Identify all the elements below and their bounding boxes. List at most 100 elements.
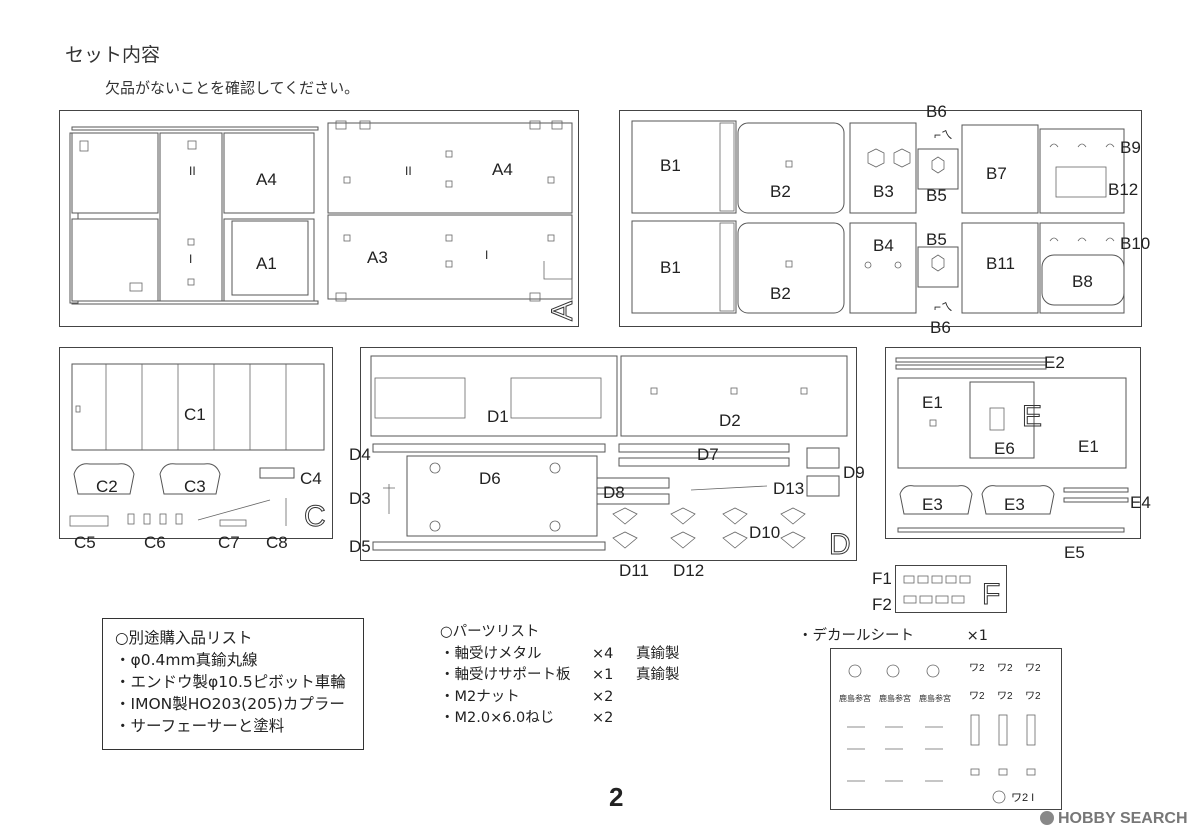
part-b4: B4: [873, 236, 894, 255]
part-e1-left: E1: [922, 393, 943, 412]
roman-i: I: [189, 252, 192, 266]
watermark: HOBBY SEARCH: [1040, 810, 1188, 828]
part-b8: B8: [1072, 272, 1093, 291]
part-d5: D5: [349, 537, 371, 556]
part-d4: D4: [349, 445, 371, 464]
sheet-f: F1 F2 F: [872, 565, 1007, 614]
parts-list-title: ○パーツリスト: [440, 624, 540, 640]
part-d13: D13: [773, 479, 804, 498]
separate-purchase-title: ○別途購入品リスト: [115, 629, 253, 647]
part-e3-right: E3: [1004, 495, 1025, 514]
part-b1-top: B1: [660, 156, 681, 175]
separate-purchase-list: ○別途購入品リスト ・φ0.4mm真鍮丸線 ・エンドウ製φ10.5ピボット車輪 …: [102, 618, 364, 750]
page-heading: セット内容: [65, 44, 161, 66]
part-b10: B10: [1120, 234, 1150, 253]
part-b6-bottom: B6: [930, 318, 951, 337]
part-e6: E6: [994, 439, 1015, 458]
page-number: 2: [609, 782, 624, 812]
part-b12: B12: [1108, 180, 1138, 199]
sheet-f-drawing: F1 F2 F: [872, 569, 1001, 614]
part-d3: D3: [349, 489, 371, 508]
sheet-b: ⌐ㄟ ⌐ㄟ B1 B1 B2 B2 B3 B4 B5 B5 B6 B6 B7 B…: [619, 102, 1150, 337]
separate-purchase-item: ・サーフェーサーと塗料: [115, 717, 285, 735]
sheet-d-letter: D: [829, 528, 851, 561]
svg-text:ワ2: ワ2: [997, 663, 1013, 674]
parts-list-row: ・軸受けメタル ×4 真鍮製: [440, 645, 680, 662]
sheet-a-letter: A: [546, 301, 579, 321]
part-b1-bottom: B1: [660, 258, 681, 277]
watermark-logo-icon: [1040, 811, 1054, 825]
part-d9: D9: [843, 463, 865, 482]
part-e3-left: E3: [922, 495, 943, 514]
part-b5-bottom: B5: [926, 230, 947, 249]
sheet-d: D1 D2 D3 D4 D5 D6 D7 D8 D9 D10 D11 D12 D…: [349, 347, 865, 580]
sheet-b-drawing: ⌐ㄟ ⌐ㄟ B1 B1 B2 B2 B3 B4 B5 B5 B6 B6 B7 B…: [631, 102, 1150, 337]
sheet-c: C1 C2 C3 C4 C5 C6 C7 C8 C: [59, 347, 333, 552]
sheet-c-drawing: C1 C2 C3 C4 C5 C6 C7 C8 C: [69, 363, 326, 552]
page-subheading: 欠品がないことを確認してください。: [105, 79, 360, 97]
sheet-e: E1 E1 E2 E3 E3 E4 E5 E6 E: [885, 347, 1151, 562]
part-a2: A4: [256, 170, 277, 189]
separate-purchase-item: ・φ0.4mm真鍮丸線: [115, 651, 258, 669]
part-d7: D7: [697, 445, 719, 464]
part-b6-top: B6: [926, 102, 947, 121]
part-b11: B11: [986, 254, 1015, 273]
separate-purchase-item: ・エンドウ製φ10.5ピボット車輪: [115, 673, 346, 691]
svg-text:ワ2: ワ2: [969, 663, 985, 674]
part-b9: B9: [1120, 138, 1141, 157]
part-b2-top: B2: [770, 182, 791, 201]
part-c3: C3: [184, 477, 206, 496]
svg-text:⌐ㄟ: ⌐ㄟ: [934, 128, 953, 142]
sheet-a: II I A4 A1 II I A4 A3 A: [59, 110, 580, 327]
part-a3: A3: [367, 248, 388, 267]
parts-list-row: ・M2ナット ×2: [440, 688, 614, 705]
part-e2: E2: [1044, 353, 1065, 372]
part-d12: D12: [673, 561, 704, 580]
part-c5: C5: [74, 533, 96, 552]
part-e4: E4: [1130, 493, 1151, 512]
svg-text:鹿島参宮: 鹿島参宮: [919, 693, 951, 703]
sheet-e-letter: E: [1022, 400, 1042, 433]
part-d10: D10: [749, 523, 780, 542]
svg-text:II: II: [405, 164, 412, 178]
part-e1-right: E1: [1078, 437, 1099, 456]
part-b3: B3: [873, 182, 894, 201]
sheet-a-drawing: II I A4 A1 II I A4 A3 A: [69, 120, 580, 322]
decal-sheet: ワ2 ワ2 ワ2 ワ2 ワ2 ワ2 鹿島参宮 鹿島参宮 鹿島参宮 ワ2 I: [830, 648, 1062, 810]
part-a1: A1: [256, 254, 277, 273]
part-c4: C4: [300, 469, 322, 488]
part-c6: C6: [144, 533, 166, 552]
part-e5: E5: [1064, 543, 1085, 562]
svg-text:⌐ㄟ: ⌐ㄟ: [934, 300, 953, 314]
svg-text:鹿島参宮: 鹿島参宮: [839, 693, 871, 703]
parts-list: ○パーツリスト ・軸受けメタル ×4 真鍮製 ・軸受けサポート板 ×1 真鍮製 …: [440, 622, 720, 730]
parts-list-row: ・軸受けサポート板 ×1 真鍮製: [440, 667, 680, 683]
roman-ii: II: [189, 164, 196, 178]
part-d8: D8: [603, 483, 625, 502]
part-b7: B7: [986, 164, 1007, 183]
part-d11: D11: [619, 561, 649, 580]
part-f1: F1: [872, 569, 892, 588]
svg-text:ワ2: ワ2: [997, 691, 1013, 702]
svg-text:ワ2: ワ2: [969, 691, 985, 702]
svg-text:ワ2: ワ2: [1025, 691, 1041, 702]
part-f2: F2: [872, 595, 892, 614]
part-c7: C7: [218, 533, 240, 552]
svg-text:I: I: [485, 248, 488, 262]
decal-sheet-drawing: ワ2 ワ2 ワ2 ワ2 ワ2 ワ2 鹿島参宮 鹿島参宮 鹿島参宮 ワ2 I: [839, 663, 1041, 804]
part-b5-top: B5: [926, 186, 947, 205]
part-c2: C2: [96, 477, 118, 496]
part-c1: C1: [184, 405, 206, 424]
sheet-d-drawing: D1 D2 D3 D4 D5 D6 D7 D8 D9 D10 D11 D12 D…: [349, 355, 865, 580]
svg-text:ワ2: ワ2: [1025, 663, 1041, 674]
part-a4: A4: [492, 160, 513, 179]
part-d2: D2: [719, 411, 741, 430]
part-b2-bottom: B2: [770, 284, 791, 303]
sheet-f-letter: F: [982, 578, 1000, 611]
sheet-e-drawing: E1 E1 E2 E3 E3 E4 E5 E6 E: [895, 353, 1151, 562]
separate-purchase-item: ・IMON製HO203(205)カプラー: [115, 695, 345, 713]
decal-sheet-label: ・デカールシート ×1: [798, 628, 988, 644]
svg-text:ワ2 I: ワ2 I: [1011, 792, 1034, 804]
part-d1: D1: [487, 407, 509, 426]
part-d6: D6: [479, 469, 501, 488]
